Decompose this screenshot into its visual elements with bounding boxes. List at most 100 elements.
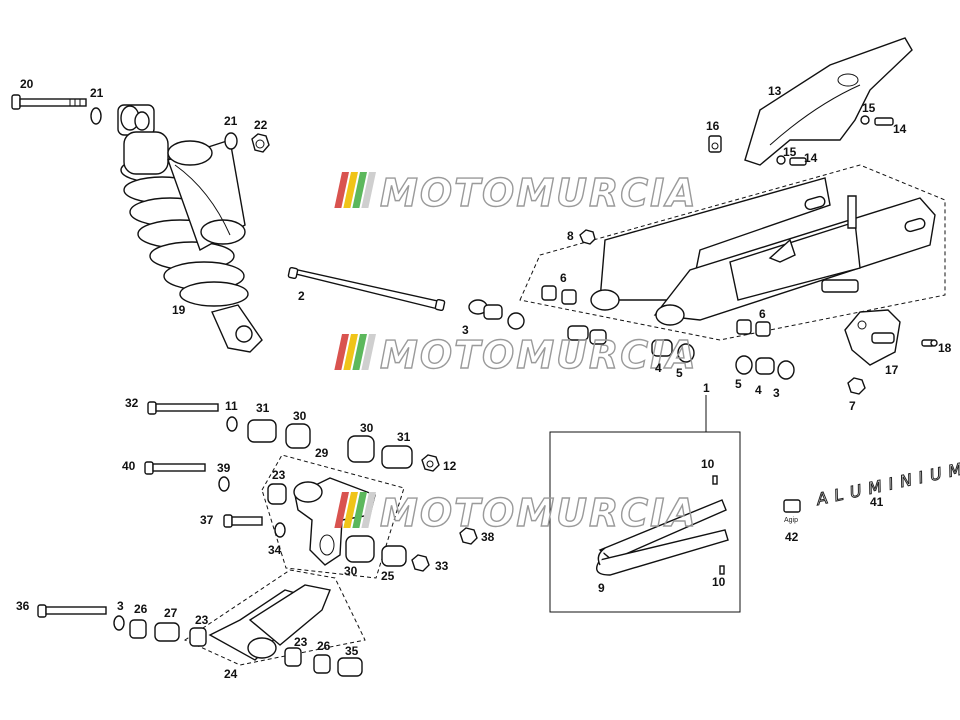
- clip-16: [708, 135, 722, 153]
- callout-37: 37: [200, 513, 214, 527]
- callout-29: 29: [315, 446, 329, 460]
- nut-12: [421, 454, 440, 472]
- callout-20: 20: [20, 77, 34, 91]
- bushing-30-top-right: [347, 435, 375, 463]
- aluminium-logo-text: ALUMINIUM: [814, 458, 960, 509]
- callout-36: 36: [16, 599, 30, 613]
- callout-4: 4: [655, 361, 662, 375]
- callout-13: 13: [768, 84, 782, 98]
- callout-26: 26: [134, 602, 148, 616]
- nut-33: [411, 554, 430, 572]
- bushing-23-lower-right: [284, 647, 302, 667]
- callout-16: 16: [706, 119, 720, 133]
- callout-19: 19: [172, 303, 186, 317]
- watermark-stripes: [334, 172, 376, 208]
- watermark-top: MOTOMURCIA: [334, 170, 698, 216]
- callout-42: 42: [785, 530, 799, 544]
- callout-11: 11: [225, 399, 238, 413]
- callout-4: 4: [755, 383, 762, 397]
- bushing-26-left: [129, 619, 147, 639]
- callout-30: 30: [293, 409, 307, 423]
- washer-34: [274, 522, 286, 538]
- callout-22: 22: [254, 118, 268, 132]
- callout-3: 3: [773, 386, 780, 400]
- callout-25: 25: [381, 569, 395, 583]
- callout-14: 14: [804, 151, 818, 165]
- nut-7: [847, 377, 866, 395]
- screw-18: [921, 339, 938, 347]
- bushing-31-right: [381, 445, 413, 469]
- callout-32: 32: [125, 396, 139, 410]
- callout-15: 15: [862, 101, 876, 115]
- watermark-text: MOTOMURCIA: [380, 491, 698, 535]
- bolt-40: [144, 461, 206, 475]
- callout-5: 5: [676, 366, 683, 380]
- callout-2: 2: [298, 289, 305, 303]
- bolts-14-15: [776, 115, 894, 166]
- watermark-bottom: MOTOMURCIA: [334, 490, 698, 536]
- callout-39: 39: [217, 461, 231, 475]
- watermark-text: MOTOMURCIA: [380, 333, 698, 377]
- callout-6: 6: [759, 307, 766, 321]
- callout-10: 10: [701, 457, 715, 471]
- bushing-23-upper: [267, 483, 287, 505]
- agip-brand-text: Agip: [784, 517, 798, 524]
- bolt-32: [147, 401, 219, 415]
- watermark-stripes: [334, 492, 376, 528]
- callout-34: 34: [268, 543, 282, 557]
- bushing-27: [154, 622, 180, 642]
- bushing-26-right: [313, 654, 331, 674]
- shock-bottom-eye: [211, 304, 263, 353]
- callout-14: 14: [893, 122, 907, 136]
- pivot-shaft-2: [287, 266, 446, 312]
- watermark-stripes: [334, 334, 376, 370]
- callout-41: 41: [870, 495, 884, 509]
- spacers-3-4-5-upper: [468, 299, 607, 345]
- bushing-25: [381, 545, 407, 567]
- watermark-middle: MOTOMURCIA: [334, 332, 698, 378]
- callout-5: 5: [735, 377, 742, 391]
- callout-38: 38: [481, 530, 495, 544]
- shock-absorber: [11, 94, 270, 353]
- shock-body: [123, 131, 246, 252]
- callout-33: 33: [435, 559, 449, 573]
- bushing-23-lower-left: [189, 627, 207, 647]
- callout-7: 7: [849, 399, 856, 413]
- bushing-30-top-left: [285, 423, 311, 449]
- washer-21-right: [224, 132, 238, 150]
- washer-11: [226, 416, 238, 432]
- callout-21: 21: [90, 86, 104, 100]
- nut-8: [579, 229, 596, 245]
- bolt-20: [11, 94, 87, 110]
- callout-9: 9: [598, 581, 605, 595]
- bearing-6-left: [541, 285, 577, 305]
- callout-18: 18: [938, 341, 952, 355]
- callout-8: 8: [567, 229, 574, 243]
- bolt-37: [223, 514, 263, 528]
- callout-6: 6: [560, 271, 567, 285]
- lower-link-24: [183, 569, 366, 666]
- bushing-30-bottom: [345, 535, 375, 563]
- watermark-text: MOTOMURCIA: [380, 171, 698, 215]
- callout-23: 23: [195, 613, 209, 627]
- spacers-4-5-lower: [651, 339, 795, 380]
- callout-23: 23: [272, 468, 286, 482]
- callout-30: 30: [360, 421, 374, 435]
- callout-3: 3: [462, 323, 469, 337]
- chain-guard-13: [744, 37, 913, 166]
- callout-17: 17: [885, 363, 899, 377]
- callout-12: 12: [443, 459, 457, 473]
- callout-26: 26: [317, 639, 331, 653]
- callout-35: 35: [345, 644, 359, 658]
- callout-27: 27: [164, 606, 178, 620]
- callout-23: 23: [294, 635, 308, 649]
- bushing-35: [337, 657, 363, 677]
- nut-22: [251, 133, 270, 153]
- callout-31: 31: [256, 401, 270, 415]
- callout-labels: 20 21 21 22 19 2 3 13 15 14 16 15 14 8 6…: [16, 77, 952, 681]
- nut-38: [459, 527, 478, 545]
- callout-10: 10: [712, 575, 726, 589]
- chain-slider-inset: [549, 395, 741, 613]
